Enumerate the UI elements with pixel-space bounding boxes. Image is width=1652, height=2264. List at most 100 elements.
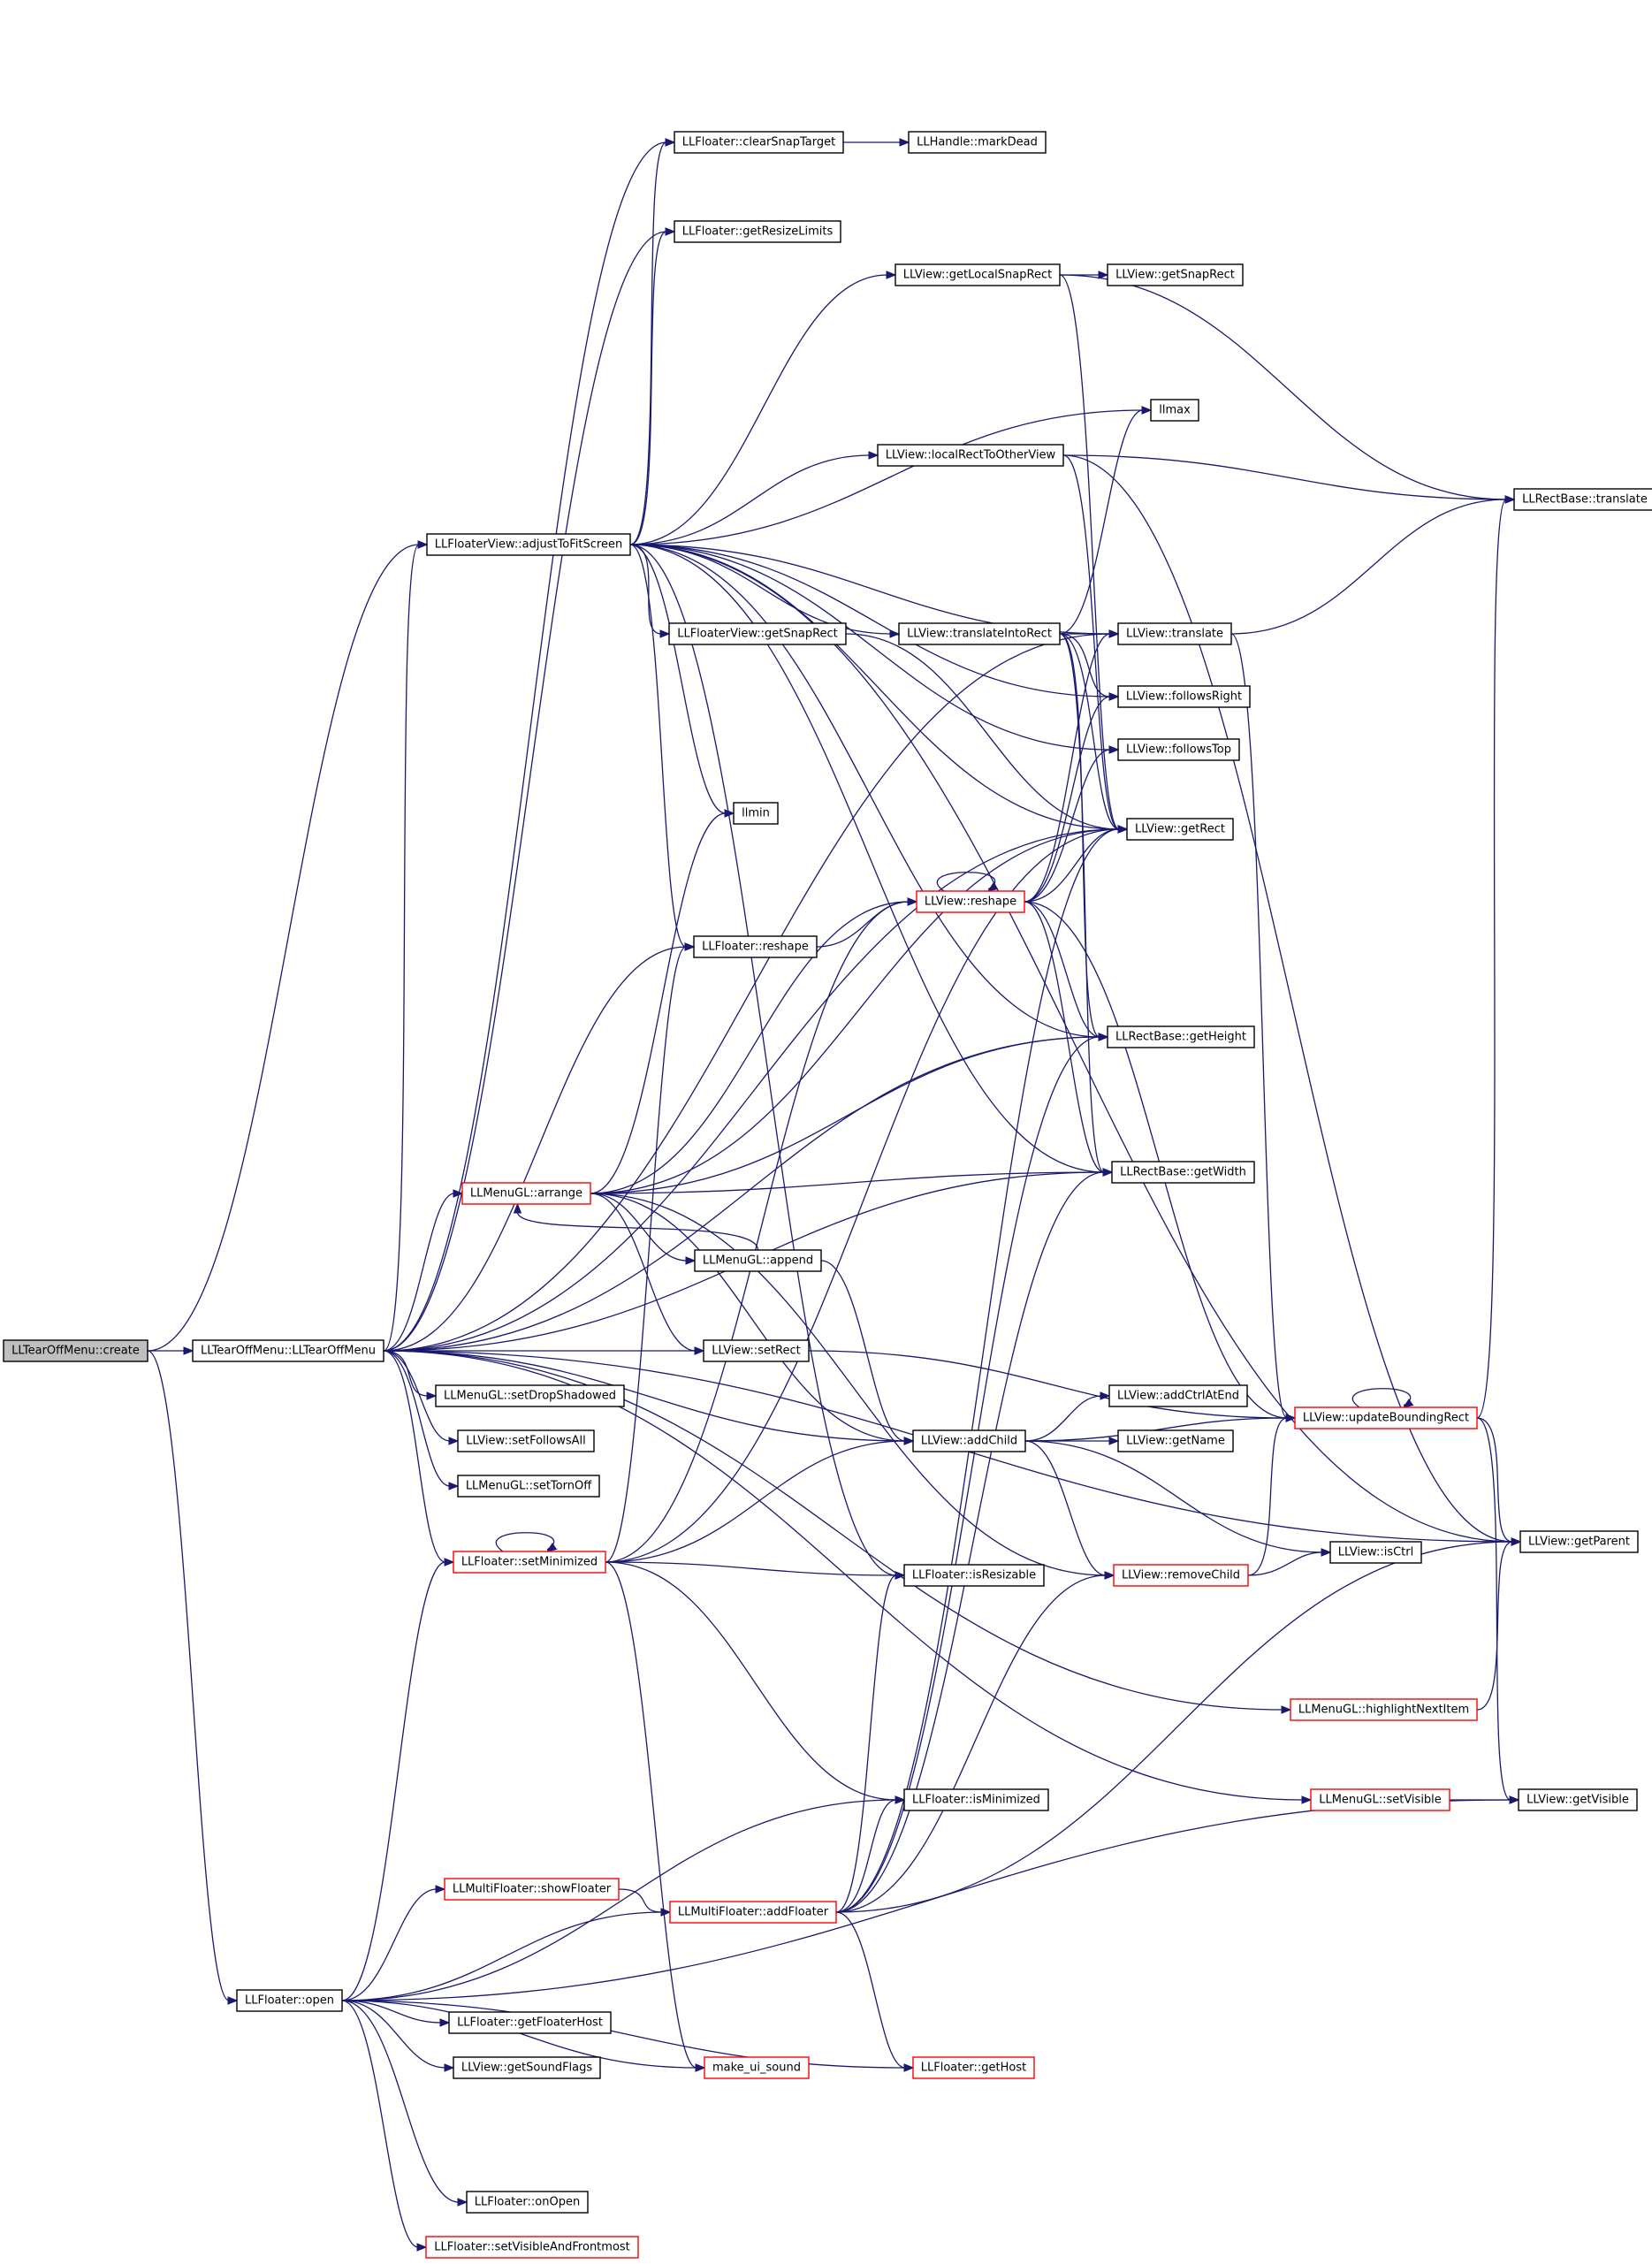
node-llmin[interactable]: llmin bbox=[733, 802, 779, 825]
edge-line bbox=[590, 828, 1120, 1194]
node-addFloater[interactable]: LLMultiFloater::addFloater bbox=[669, 1901, 837, 1924]
node-followsTop[interactable]: LLView::followsTop bbox=[1117, 738, 1240, 761]
edge-addFloater-to-isResizable bbox=[835, 1571, 906, 1913]
node-label: LLView::addChild bbox=[921, 1435, 1017, 1448]
node-rbTranslate[interactable]: LLRectBase::translate bbox=[1513, 488, 1652, 511]
node-setDrop[interactable]: LLMenuGL::setDropShadowed bbox=[435, 1384, 625, 1407]
node-setRect[interactable]: LLView::setRect bbox=[703, 1339, 810, 1362]
node-ctor[interactable]: LLTearOffMenu::LLTearOffMenu bbox=[192, 1339, 384, 1362]
edge-line bbox=[383, 1350, 906, 1442]
edge-ctor-to-adjust bbox=[383, 540, 429, 1352]
node-getSound[interactable]: LLView::getSoundFlags bbox=[453, 2056, 601, 2079]
node-box bbox=[895, 263, 1061, 286]
node-adjust[interactable]: LLFloaterView::adjustToFitScreen bbox=[426, 533, 631, 556]
edge-arrowhead bbox=[1511, 1537, 1522, 1546]
node-setVisible[interactable]: LLMenuGL::setVisible bbox=[1310, 1788, 1450, 1811]
node-markDead[interactable]: LLHandle::markDead bbox=[908, 131, 1047, 154]
node-vTranslate[interactable]: LLView::translate bbox=[1117, 622, 1232, 645]
node-llmax[interactable]: llmax bbox=[1150, 399, 1199, 422]
node-getSnapRect[interactable]: LLView::getSnapRect bbox=[1107, 263, 1244, 286]
edge-vReshape-to-followsRight bbox=[1024, 692, 1120, 903]
edge-setMin-to-isMin bbox=[605, 1561, 906, 1804]
node-getResize[interactable]: LLFloater::getResizeLimits bbox=[674, 220, 841, 243]
node-label: LLView::getSnapRect bbox=[1115, 269, 1235, 282]
node-box bbox=[674, 220, 841, 243]
node-followsRight[interactable]: LLView::followsRight bbox=[1117, 685, 1251, 708]
node-getWidth[interactable]: LLRectBase::getWidth bbox=[1111, 1161, 1255, 1184]
edge-line bbox=[605, 1561, 697, 2069]
edge-ctor-to-setFollows bbox=[383, 1350, 460, 1445]
node-label: LLFloater::isResizable bbox=[912, 1569, 1036, 1582]
node-getLocalSnap[interactable]: LLView::getLocalSnapRect bbox=[895, 263, 1061, 286]
edge-line bbox=[1062, 454, 1513, 1543]
node-addCtrlAtEnd[interactable]: LLView::addCtrlAtEnd bbox=[1108, 1384, 1248, 1407]
edge-line bbox=[147, 1350, 230, 2001]
edge-addFloater-to-getHeight bbox=[835, 1033, 1109, 1913]
edge-arrowhead bbox=[665, 138, 676, 147]
node-fvGetSnap[interactable]: LLFloaterView::getSnapRect bbox=[668, 622, 847, 645]
node-fReshape[interactable]: LLFloater::reshape bbox=[693, 935, 818, 958]
node-isCtrl[interactable]: LLView::isCtrl bbox=[1329, 1541, 1422, 1564]
node-label: LLView::reshape bbox=[925, 896, 1016, 909]
edge-line bbox=[590, 1193, 688, 1262]
edge-line bbox=[341, 2000, 419, 2248]
node-setFollows[interactable]: LLView::setFollowsAll bbox=[457, 1429, 595, 1452]
node-isResizable[interactable]: LLFloater::isResizable bbox=[903, 1564, 1045, 1587]
edge-line bbox=[1230, 633, 1288, 1419]
edge-arrowhead bbox=[513, 1202, 522, 1214]
node-getFloaterHost[interactable]: LLFloater::getFloaterHost bbox=[448, 2011, 612, 2034]
node-box bbox=[448, 2011, 612, 2034]
node-updateBR[interactable]: LLView::updateBoundingRect bbox=[1294, 1406, 1478, 1429]
edge-open-to-getSound bbox=[341, 2000, 455, 2072]
edge-line bbox=[845, 633, 1120, 830]
node-box bbox=[453, 2056, 601, 2079]
node-label: LLView::updateBoundingRect bbox=[1303, 1412, 1469, 1425]
node-getVisible[interactable]: LLView::getVisible bbox=[1518, 1788, 1638, 1811]
edge-line bbox=[605, 1561, 897, 1576]
edge-arrowhead bbox=[444, 2063, 455, 2072]
node-isMin[interactable]: LLFloater::isMinimized bbox=[903, 1788, 1049, 1811]
edge-open-to-setVisFront bbox=[341, 2000, 428, 2252]
edge-arrowhead bbox=[695, 2063, 706, 2072]
node-translateInto[interactable]: LLView::translateIntoRect bbox=[898, 622, 1061, 645]
edge-line bbox=[605, 1561, 897, 1801]
node-getRect[interactable]: LLView::getRect bbox=[1126, 818, 1234, 841]
edge-arrowhead bbox=[1108, 745, 1120, 754]
node-create[interactable]: LLTearOffMenu::create bbox=[3, 1339, 148, 1362]
node-getHost[interactable]: LLFloater::getHost bbox=[912, 2056, 1035, 2079]
node-showFloater[interactable]: LLMultiFloater::showFloater bbox=[444, 1878, 620, 1901]
node-getParent[interactable]: LLView::getParent bbox=[1519, 1530, 1639, 1553]
edge-append-to-arrange bbox=[513, 1202, 759, 1251]
edge-line bbox=[835, 1911, 906, 2069]
node-clearSnap[interactable]: LLFloater::clearSnapTarget bbox=[674, 131, 844, 154]
node-open[interactable]: LLFloater::open bbox=[236, 1989, 343, 2012]
edge-line bbox=[835, 1541, 1513, 1913]
edge-adjust-to-getLocalSnap bbox=[629, 271, 897, 545]
node-removeChild[interactable]: LLView::removeChild bbox=[1113, 1564, 1249, 1587]
node-label: LLFloaterView::getSnapRect bbox=[677, 628, 838, 641]
node-highlight[interactable]: LLMenuGL::highlightNextItem bbox=[1290, 1698, 1478, 1721]
edge-line bbox=[1024, 901, 1105, 1173]
edge-line bbox=[383, 231, 667, 1352]
node-vReshape[interactable]: LLView::reshape bbox=[916, 890, 1025, 913]
edge-open-to-addFloater bbox=[341, 1908, 672, 2001]
node-append[interactable]: LLMenuGL::append bbox=[694, 1249, 822, 1272]
node-makeSound[interactable]: make_ui_sound bbox=[704, 2056, 810, 2079]
node-setMin[interactable]: LLFloater::setMinimized bbox=[453, 1551, 606, 1574]
edge-adjust-to-followsRight bbox=[629, 544, 1120, 701]
node-label: make_ui_sound bbox=[712, 2062, 801, 2075]
node-arrange[interactable]: LLMenuGL::arrange bbox=[461, 1182, 591, 1205]
node-onOpen[interactable]: LLFloater::onOpen bbox=[466, 2191, 589, 2214]
edge-line bbox=[341, 2000, 697, 2069]
node-getHeight[interactable]: LLRectBase::getHeight bbox=[1107, 1025, 1255, 1048]
node-setVisFront[interactable]: LLFloater::setVisibleAndFrontmost bbox=[425, 2236, 639, 2259]
edge-line bbox=[341, 2000, 906, 2069]
node-getName[interactable]: LLView::getName bbox=[1117, 1429, 1234, 1452]
edge-arrange-to-append bbox=[590, 1193, 697, 1265]
node-box bbox=[1290, 1698, 1478, 1721]
node-box bbox=[426, 533, 631, 556]
node-localRect[interactable]: LLView::localRectToOtherView bbox=[877, 444, 1064, 467]
node-setTornOff[interactable]: LLMenuGL::setTornOff bbox=[457, 1475, 600, 1498]
edge-line bbox=[629, 544, 897, 1576]
node-addChild[interactable]: LLView::addChild bbox=[912, 1429, 1026, 1452]
